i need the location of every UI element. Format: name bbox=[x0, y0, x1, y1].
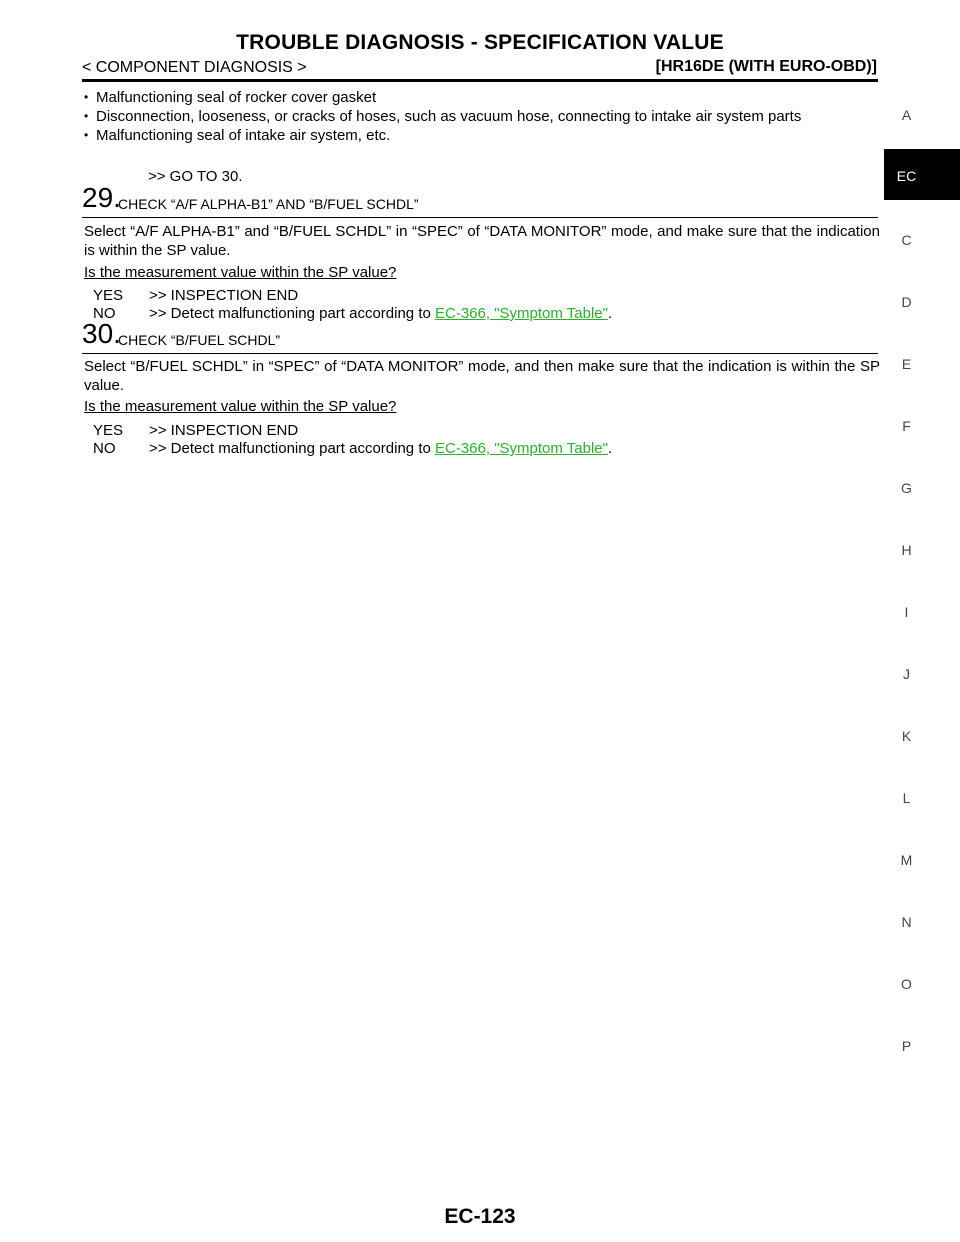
step-30-no-row: NO >> Detect malfunctioning part accordin… bbox=[93, 439, 612, 458]
side-index-g[interactable]: G bbox=[901, 480, 912, 496]
section-label: < COMPONENT DIAGNOSIS > bbox=[82, 59, 307, 76]
yes-key: YES bbox=[93, 287, 124, 304]
engine-label: [HR16DE (WITH EURO-OBD)] bbox=[655, 58, 877, 75]
side-index-l[interactable]: L bbox=[902, 790, 911, 806]
cause-bullet-list: Malfunctioning seal of rocker cover gask… bbox=[84, 88, 880, 145]
yes-text: >> INSPECTION END bbox=[149, 422, 299, 439]
side-index-o[interactable]: O bbox=[901, 976, 912, 992]
side-index-active-label: EC bbox=[896, 168, 917, 184]
symptom-table-link[interactable]: EC-366, "Symptom Table" bbox=[435, 440, 608, 457]
side-index-d[interactable]: D bbox=[901, 294, 912, 310]
no-key: NO bbox=[93, 305, 116, 322]
step-30-question: Is the measurement value within the SP v… bbox=[84, 398, 397, 415]
side-index-i[interactable]: I bbox=[904, 604, 909, 620]
side-index-c[interactable]: C bbox=[901, 232, 912, 248]
symptom-table-link[interactable]: EC-366, "Symptom Table" bbox=[435, 305, 608, 322]
step-30-heading: 30. CHECK “B/FUEL SCHDL” bbox=[82, 319, 878, 354]
step-number: 29. bbox=[82, 182, 121, 213]
side-index-e[interactable]: E bbox=[901, 356, 912, 372]
side-index-m[interactable]: M bbox=[900, 852, 913, 868]
yes-text: >> INSPECTION END bbox=[149, 287, 299, 304]
step-29-instruction: Select “A/F ALPHA-B1” and “B/FUEL SCHDL”… bbox=[84, 223, 880, 259]
side-index-k[interactable]: K bbox=[901, 728, 912, 744]
no-text: >> Detect malfunctioning part according … bbox=[149, 440, 435, 457]
period: . bbox=[607, 305, 613, 322]
side-index-f[interactable]: F bbox=[902, 418, 911, 434]
side-index-p[interactable]: P bbox=[901, 1038, 912, 1054]
step-29-question: Is the measurement value within the SP v… bbox=[84, 264, 397, 281]
no-key: NO bbox=[93, 440, 116, 457]
step-29-heading: 29. CHECK “A/F ALPHA-B1” AND “B/FUEL SCH… bbox=[82, 183, 878, 218]
header-rule bbox=[82, 79, 878, 82]
step-29-yes-row: YES >> INSPECTION END bbox=[93, 286, 298, 305]
list-item: Malfunctioning seal of rocker cover gask… bbox=[84, 88, 880, 107]
page-title: TROUBLE DIAGNOSIS - SPECIFICATION VALUE bbox=[236, 31, 724, 54]
period: . bbox=[607, 440, 613, 457]
side-index-n[interactable]: N bbox=[901, 914, 912, 930]
side-index-j[interactable]: J bbox=[903, 666, 910, 682]
side-index-a[interactable]: A bbox=[901, 107, 912, 123]
step-title: CHECK “A/F ALPHA-B1” AND “B/FUEL SCHDL” bbox=[118, 196, 419, 212]
yes-key: YES bbox=[93, 422, 124, 439]
step-30-yes-row: YES >> INSPECTION END bbox=[93, 421, 298, 440]
side-index-active-tab[interactable]: EC bbox=[884, 149, 960, 200]
list-item: Disconnection, looseness, or cracks of h… bbox=[84, 107, 880, 126]
side-index-h[interactable]: H bbox=[901, 542, 912, 558]
step-30-instruction: Select “B/FUEL SCHDL” in “SPEC” of “DATA… bbox=[84, 358, 880, 394]
list-item: Malfunctioning seal of intake air system… bbox=[84, 126, 880, 145]
step-title: CHECK “B/FUEL SCHDL” bbox=[118, 332, 281, 348]
no-text: >> Detect malfunctioning part according … bbox=[149, 305, 435, 322]
page-number: EC-123 bbox=[444, 1205, 516, 1228]
step-29-no-row: NO >> Detect malfunctioning part accordin… bbox=[93, 304, 612, 323]
step-number: 30. bbox=[82, 318, 121, 349]
goto-instruction: >> GO TO 30. bbox=[148, 168, 243, 185]
